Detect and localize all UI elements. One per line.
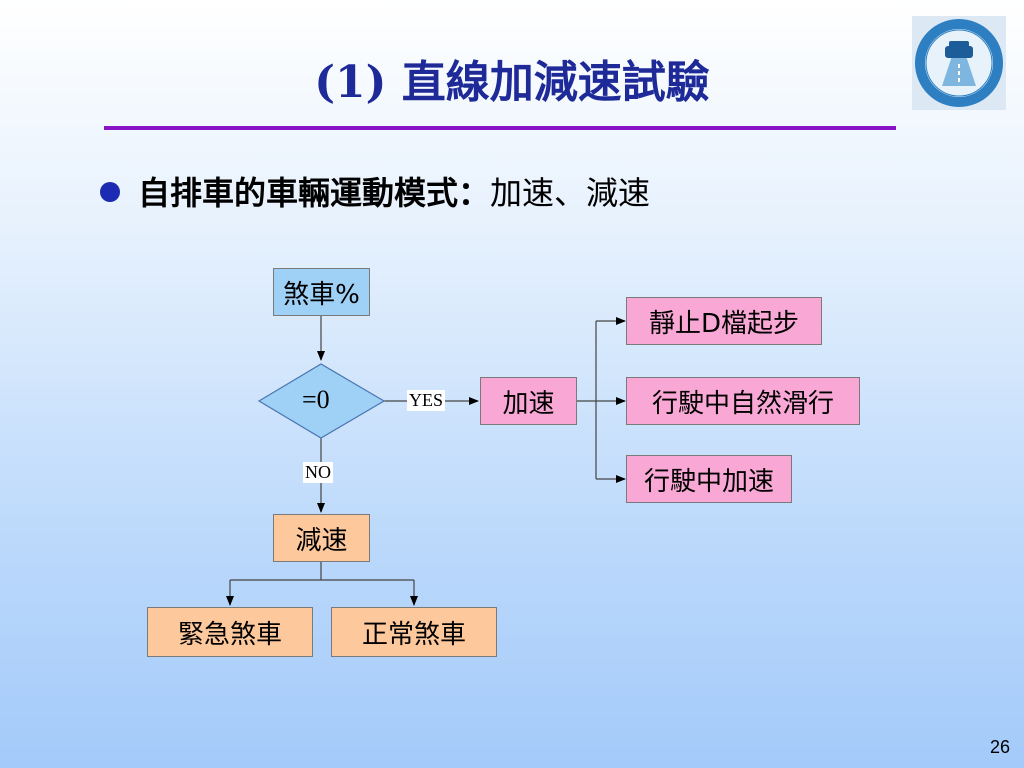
bullet-normal-text: 加速、減速 bbox=[490, 174, 651, 212]
no-label: NO bbox=[303, 462, 333, 483]
decel-mode-normal-brake: 正常煞車 bbox=[331, 607, 497, 657]
accel-mode-standstill-start: 靜止D檔起步 bbox=[626, 297, 822, 345]
bullet-row: 自排車的車輛運動模式：加速、減速 bbox=[100, 168, 650, 214]
title-rule bbox=[104, 126, 896, 130]
decision-diamond bbox=[257, 363, 386, 439]
yes-label: YES bbox=[407, 390, 446, 411]
accel-mode-moving-accel: 行駛中加速 bbox=[626, 455, 792, 503]
accelerate-box: 加速 bbox=[480, 377, 577, 425]
slide-title: (1) 直線加減速試驗 bbox=[314, 57, 710, 108]
page-number: 26 bbox=[989, 737, 1010, 757]
vehicle-research-center-logo-icon bbox=[912, 16, 1006, 110]
decelerate-box: 減速 bbox=[273, 514, 370, 562]
start-box-brake-percent: 煞車% bbox=[273, 268, 370, 316]
bullet-dot bbox=[100, 181, 120, 202]
decel-mode-emergency-brake: 緊急煞車 bbox=[147, 607, 313, 657]
decision-label: =0 bbox=[302, 385, 330, 414]
accel-mode-coasting: 行駛中自然滑行 bbox=[626, 377, 860, 425]
bullet-strong-text: 自排車的車輛運動模式： bbox=[138, 174, 491, 212]
